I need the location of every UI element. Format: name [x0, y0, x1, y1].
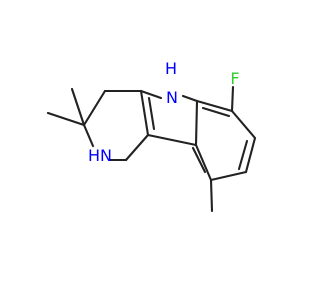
bond-n5-c5a [181, 94, 199, 103]
bond-c4a-c9b [139, 89, 150, 137]
bond-c3-methyl-a [46, 111, 86, 127]
bond-c9-methyl [209, 178, 214, 213]
bond-c4-c3 [82, 89, 107, 127]
bond-c5a-c9a [194, 99, 199, 147]
bond-c3-n2 [82, 123, 95, 148]
bond-c3-methyl-b [70, 87, 86, 127]
bond-c9-c9a-double [191, 146, 207, 174]
bond-c6-c7 [230, 109, 257, 140]
atom-n5-h-label: H [165, 59, 177, 78]
bonds [46, 85, 257, 213]
structure-svg: H N HN F [46, 59, 257, 213]
bond-c8-c9 [209, 170, 248, 182]
molecule-diagram: H N HN F [46, 59, 257, 213]
bond-c9-c9a [194, 143, 213, 182]
atom-n5-label: N [166, 88, 178, 107]
bond-c4a-c9b-double [147, 96, 156, 131]
bond-c7-c8-double [237, 139, 249, 171]
bond-c6-f [230, 85, 235, 113]
atom-n2-label: HN [88, 146, 112, 165]
atom-f-label: F [230, 69, 239, 88]
bond-c7-c8 [244, 136, 257, 174]
bond-c5a-c6-double [201, 106, 231, 118]
bond-c5a-c6 [195, 99, 234, 113]
bond-c4a-n5 [139, 89, 163, 100]
atom-labels: H N HN F [88, 59, 240, 165]
bond-c1-c9b [124, 133, 150, 162]
bond-c9b-c9a [146, 133, 198, 147]
